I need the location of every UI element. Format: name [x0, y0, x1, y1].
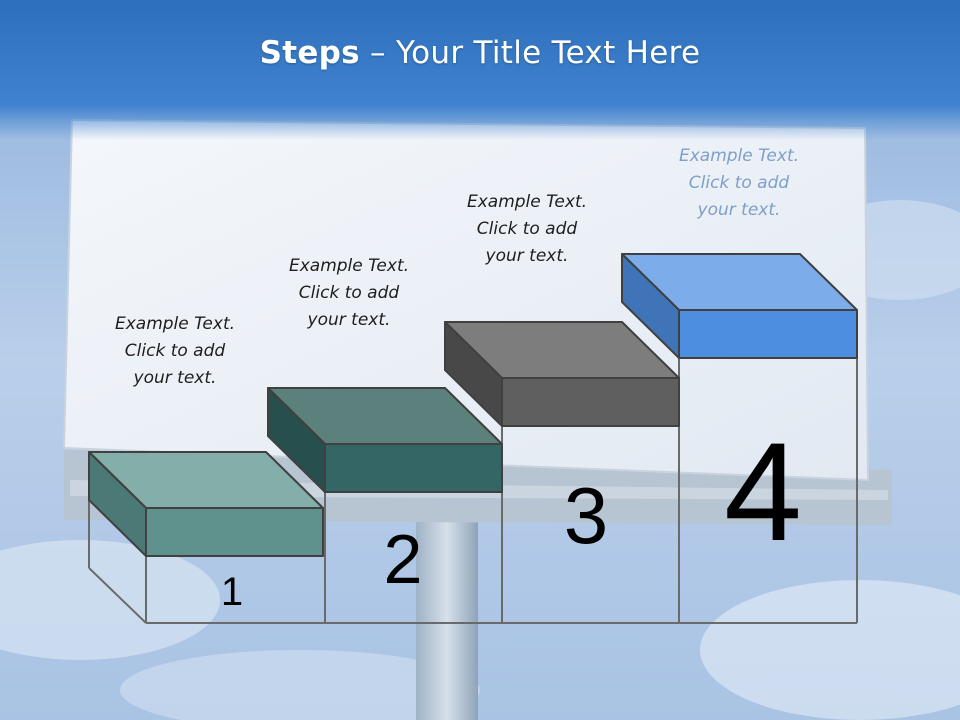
step-4-number: 4 [724, 413, 802, 570]
step-4-caption[interactable]: Example Text. Click to add your text. [678, 146, 800, 220]
step-2-block-front [324, 443, 503, 493]
step-2-number: 2 [383, 520, 423, 598]
page-title[interactable]: Steps – Your Title Text Here [260, 35, 701, 71]
step-1-block-front [145, 507, 324, 557]
title-band: Steps – Your Title Text Here [0, 0, 960, 128]
step-3-number: 3 [563, 471, 609, 560]
step-3-block-front [501, 377, 680, 427]
title-rest: – Your Title Text Here [359, 35, 701, 71]
step-1-caption[interactable]: Example Text. Click to add your text. [114, 314, 236, 388]
step-1-number: 1 [220, 570, 244, 614]
steps-base-diagonal [88, 567, 147, 624]
step-3-caption[interactable]: Example Text. Click to add your text. [466, 192, 588, 266]
title-bold: Steps [259, 35, 360, 71]
step-4-block-front [678, 309, 858, 359]
step-2-caption[interactable]: Example Text. Click to add your text. [288, 256, 410, 330]
